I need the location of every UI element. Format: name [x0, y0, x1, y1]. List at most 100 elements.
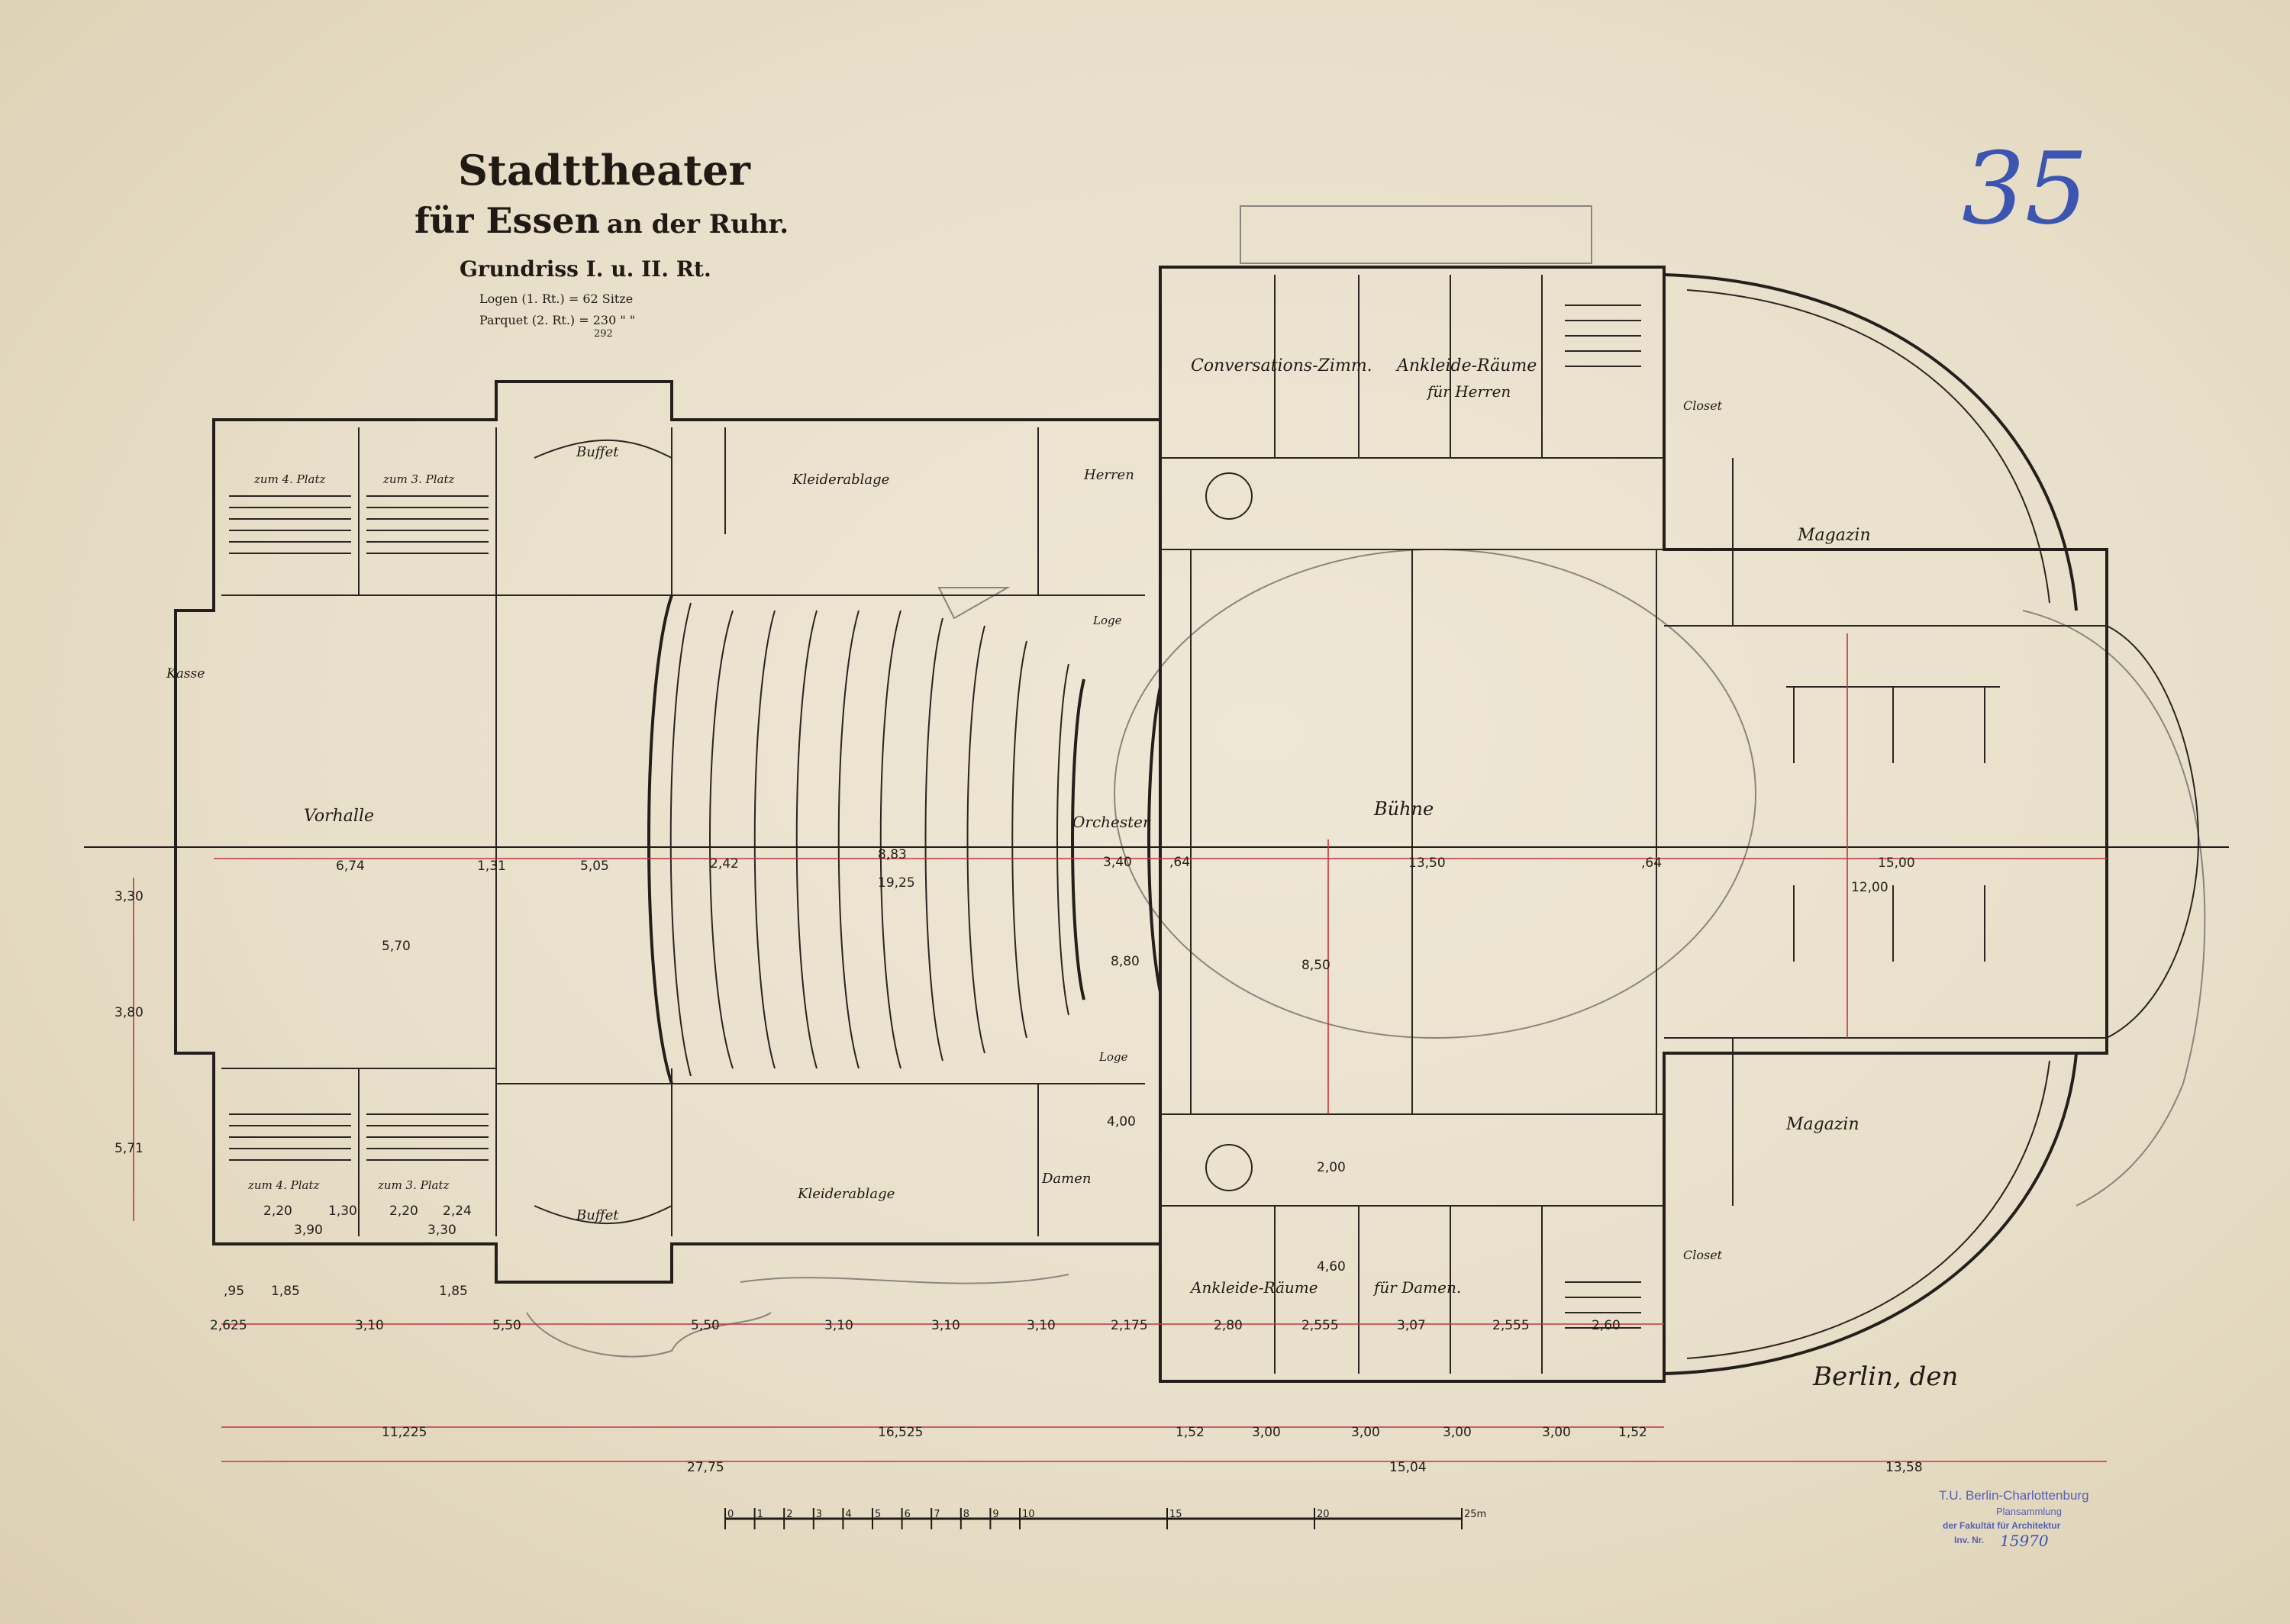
dim-label: 8,83 [878, 847, 907, 862]
scale-label: 8 [963, 1509, 969, 1520]
dim-label: 5,70 [382, 939, 411, 954]
dim-label: 5,50 [492, 1318, 521, 1333]
room-dressing-men-2: für Herren [1426, 382, 1511, 401]
dim-label: 5,71 [114, 1141, 144, 1156]
room-cloak-top: Kleiderablage [792, 472, 889, 488]
dim-label: 13,58 [1885, 1460, 1923, 1475]
seats-sum: 292 [594, 328, 613, 340]
room-orchester: Orchester [1072, 813, 1151, 831]
scale-label: 10 [1022, 1509, 1035, 1520]
scale-label: 25m [1464, 1509, 1486, 1520]
room-kasse: Kasse [166, 666, 205, 682]
scale-label: 2 [786, 1509, 792, 1520]
dim-label: 1,85 [271, 1284, 300, 1299]
dim-label: 15,00 [1878, 856, 1915, 871]
dim-label: 11,225 [382, 1425, 427, 1440]
stair-label-4-top: zum 4. Platz [253, 472, 325, 486]
stamp-line-2: Plansammlung [1996, 1506, 2062, 1517]
dim-label: 19,25 [878, 875, 915, 891]
dim-label: 13,50 [1408, 856, 1446, 871]
dim-label: 2,60 [1592, 1318, 1621, 1333]
title-line-2-suffix: an der Ruhr. [607, 209, 789, 240]
dim-label: 3,80 [114, 1005, 144, 1020]
room-conversation: Conversations-Zimm. [1191, 356, 1372, 375]
scale-label: 0 [727, 1509, 734, 1520]
axis-lines [84, 633, 2229, 1462]
title-block: Stadttheater für Essen an der Ruhr. Grun… [414, 146, 789, 340]
dim-label: 2,20 [263, 1204, 292, 1219]
sheet-number: 35 [1962, 130, 2088, 246]
scale-label: 20 [1317, 1509, 1330, 1520]
dim-label: 1,52 [1618, 1425, 1647, 1440]
stage-rails [1411, 549, 2000, 1114]
dim-label: 3,10 [355, 1318, 384, 1333]
dim-label: ,64 [1169, 855, 1190, 870]
scale-label: 1 [757, 1509, 763, 1520]
dim-label: 5,05 [580, 859, 609, 874]
stair-label-3-top: zum 3. Platz [382, 472, 454, 486]
title-line-1: Stadttheater [458, 146, 750, 195]
scale-label: 6 [905, 1509, 911, 1520]
dim-label: 3,10 [1027, 1318, 1056, 1333]
scale-label: 7 [934, 1509, 940, 1520]
dim-label: 27,75 [687, 1460, 724, 1475]
scale-label: 3 [816, 1509, 822, 1520]
collection-stamp: T.U. Berlin-Charlottenburg Plansammlung … [1939, 1488, 2089, 1550]
stamp-line-1: T.U. Berlin-Charlottenburg [1939, 1488, 2089, 1503]
dim-label: 3,10 [824, 1318, 853, 1333]
room-loge-top: Loge [1092, 614, 1122, 627]
stamp-inventory-number: 15970 [2000, 1532, 2049, 1550]
dim-label: 3,40 [1103, 855, 1132, 870]
room-herren: Herren [1083, 467, 1134, 483]
dim-label: 16,525 [878, 1425, 923, 1440]
dim-label: 2,24 [443, 1204, 472, 1219]
auditorium-seating [647, 594, 1162, 1084]
room-damen: Damen [1041, 1171, 1091, 1187]
stair-label-4-bottom: zum 4. Platz [247, 1178, 319, 1192]
stair-label-3-bottom: zum 3. Platz [377, 1178, 449, 1192]
room-magazin-bottom: Magazin [1785, 1115, 1859, 1134]
dim-label: 2,42 [710, 856, 739, 872]
dim-label: ,95 [224, 1284, 244, 1299]
dim-label: 1,30 [328, 1204, 357, 1219]
room-loge-bottom: Loge [1098, 1050, 1128, 1064]
room-magazin-top: Magazin [1797, 526, 1871, 545]
dim-label: 2,555 [1301, 1318, 1339, 1333]
scale-label: 4 [845, 1509, 851, 1520]
room-dressing-women: Ankleide-Räume [1189, 1278, 1318, 1297]
dim-label: 3,90 [294, 1223, 323, 1238]
dim-label: 15,04 [1389, 1460, 1427, 1475]
room-dressing-women-2: für Damen. [1372, 1278, 1461, 1297]
dim-label: 8,50 [1301, 958, 1330, 973]
room-buehne: Bühne [1373, 798, 1434, 820]
dim-label: 1,85 [439, 1284, 468, 1299]
dim-label: 12,00 [1851, 880, 1888, 895]
dim-label: 3,00 [1542, 1425, 1571, 1440]
scale-label: 15 [1169, 1509, 1182, 1520]
room-closet-bottom: Closet [1683, 1248, 1723, 1262]
scale-label: 5 [875, 1509, 881, 1520]
interior-walls [221, 275, 2107, 1374]
dim-label: 2,20 [389, 1204, 418, 1219]
dim-label: 2,625 [210, 1318, 247, 1333]
dim-label: 5,50 [691, 1318, 720, 1333]
dim-label: 8,80 [1111, 954, 1140, 969]
dimension-labels: 6,74 1,31 5,05 2,42 8,83 19,25 3,40 ,64 … [114, 847, 1923, 1475]
seats-logen: Logen (1. Rt.) = 62 Sitze [479, 292, 633, 306]
room-buffet-top: Buffet [576, 444, 619, 460]
dim-label: ,64 [1641, 856, 1662, 871]
dim-label: 4,00 [1107, 1114, 1136, 1129]
seats-parquet: Parquet (2. Rt.) = 230 " " [479, 313, 635, 327]
stamp-line-3: der Fakultät für Architektur [1943, 1520, 2061, 1531]
room-dressing-men: Ankleide-Räume [1395, 356, 1537, 375]
dim-label: 1,31 [477, 859, 506, 874]
stairs [229, 304, 1641, 1329]
dim-label: 2,175 [1111, 1318, 1148, 1333]
dim-label: 4,60 [1317, 1259, 1346, 1274]
dim-label: 3,00 [1351, 1425, 1380, 1440]
dim-label: 3,30 [427, 1223, 456, 1238]
